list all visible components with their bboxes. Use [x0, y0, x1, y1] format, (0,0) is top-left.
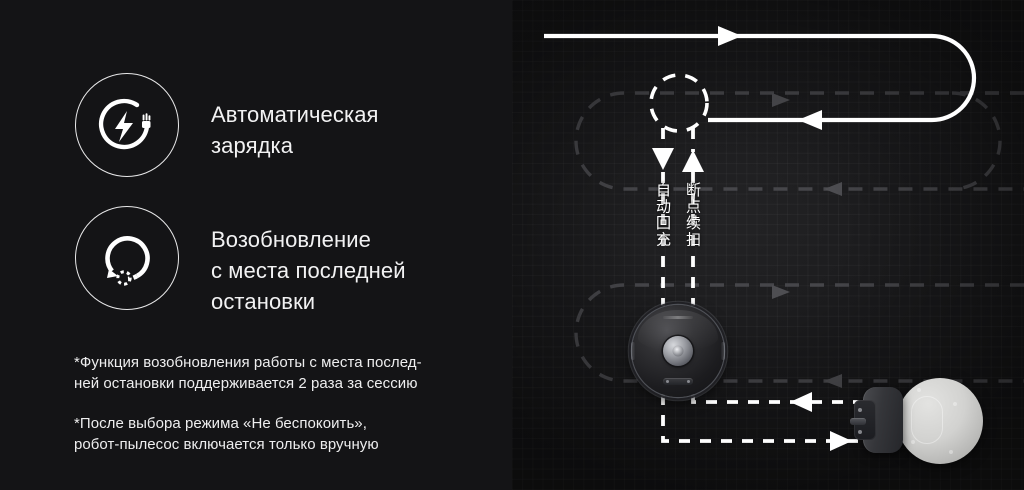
arrow-up-resume: [682, 150, 704, 172]
breakpoint-marker-layer: [649, 73, 709, 133]
active-route-path: [544, 33, 977, 123]
feature-circle-outline: [75, 206, 179, 310]
resume-line-from-dock: [691, 352, 932, 404]
dock-base-dot: [953, 402, 957, 406]
cleaning-route-layer: [574, 91, 1024, 388]
route-arrowheads: [772, 93, 842, 388]
features-panel: Автоматическая зарядка Возобновление с м…: [74, 73, 422, 453]
arrow-left-resume-bottom: [790, 392, 812, 412]
route-uturn-right-1: [951, 91, 1002, 191]
dashed-circle-icon: [649, 73, 709, 133]
robot-side-sensor-right: [721, 341, 725, 360]
dock-back-plate: [850, 400, 876, 440]
dock-pin: [858, 430, 862, 434]
active-route-arrowheads: [718, 26, 822, 130]
dock-base-dot: [917, 388, 921, 392]
dock-pin: [858, 408, 862, 412]
active-route-layer: [544, 26, 977, 130]
feature-circle-outline: [75, 73, 179, 177]
robot-front-bumper: [663, 378, 693, 385]
arrow-right-recharge-bottom: [830, 431, 852, 451]
arrow-down-recharge: [652, 148, 674, 170]
dock-charging-contacts: [850, 418, 866, 425]
label-auto-recharge: 自动回充: [654, 182, 672, 248]
feature-label: Автоматическая зарядка: [211, 102, 379, 158]
dock-base-plate: [897, 378, 983, 464]
dock-base-dot: [911, 440, 915, 444]
footnote-resume-limit: *Функция возобновления работы с места по…: [74, 354, 422, 392]
dock-charging-tower: [850, 387, 903, 453]
arrow-left-return: [798, 110, 822, 130]
robot-lidar-turret: [663, 336, 693, 366]
recharge-resume-arrowheads: [652, 148, 852, 451]
feature-label: Возобновление с места последней остановк…: [211, 227, 406, 314]
resume-cleaning-icon: [105, 236, 150, 286]
dock-base-dot: [949, 450, 953, 454]
route-row-2: [574, 283, 1024, 383]
robot-vacuum: [631, 305, 725, 397]
label-resume-scan: 断点续扫: [684, 182, 702, 248]
robot-side-sensor-left: [631, 341, 635, 360]
route-row-1: [574, 91, 1024, 191]
footnote-dnd-mode: *После выбора режима «Не беспокоить», ро…: [74, 415, 379, 453]
arrow-right-top: [718, 26, 742, 46]
cleaning-route-turns: [951, 91, 1024, 191]
auto-charge-icon: [98, 98, 151, 150]
diagram-panel: 自动回充 断点续扫: [512, 0, 1024, 490]
robot-brand-mark: [663, 316, 693, 319]
